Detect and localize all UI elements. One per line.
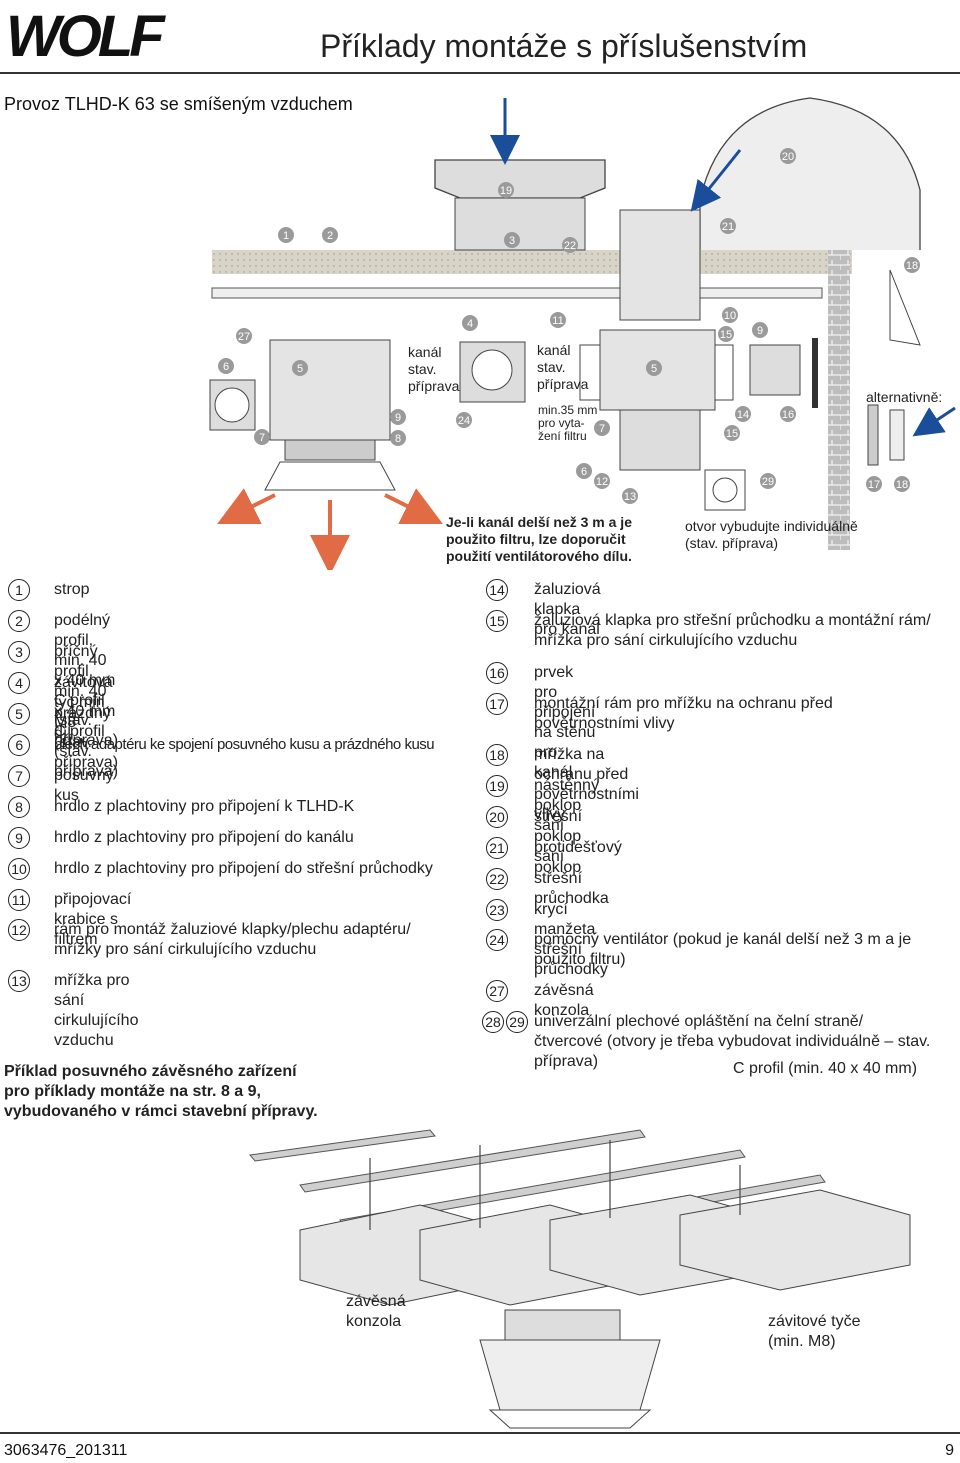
callout-22: 21 [720, 218, 736, 234]
svg-text:17: 17 [868, 479, 880, 491]
label-c-profil: C profil (min. 40 x 40 mm) [733, 1060, 918, 1077]
callout-15a: 15 [718, 326, 734, 342]
ceiling-slab [212, 250, 852, 274]
svg-text:2: 2 [327, 230, 333, 242]
svg-text:4: 4 [467, 318, 473, 330]
callout-15b: 15 [724, 425, 740, 441]
svg-text:5: 5 [651, 363, 657, 375]
callout-20: 19 [498, 182, 514, 198]
note-filter: Je-li kanál delší než 3 m a je použito f… [446, 514, 632, 564]
label-alternativne: alternativně: [866, 389, 943, 405]
callout-19: 18 [904, 257, 920, 273]
callout-4: 4 [462, 315, 478, 331]
section-subtitle: Provoz TLHD-K 63 se smíšeným vzduchem [4, 94, 353, 114]
svg-text:9: 9 [395, 412, 401, 424]
svg-text:7: 7 [599, 423, 605, 435]
callout-6b: 6 [576, 463, 592, 479]
svg-text:3: 3 [509, 235, 515, 247]
svg-text:11: 11 [552, 315, 563, 327]
callout-9a: 9 [390, 409, 406, 425]
header-rule [0, 72, 960, 74]
callout-16: 16 [780, 406, 796, 422]
svg-text:27: 27 [238, 331, 250, 343]
svg-text:16: 16 [782, 409, 794, 421]
svg-text:22: 22 [564, 240, 576, 252]
callout-12: 12 [594, 473, 610, 489]
svg-text:5: 5 [297, 363, 303, 375]
svg-text:15: 15 [726, 428, 738, 440]
note-opening: otvor vybudujte individuálně (stav. příp… [685, 518, 858, 551]
brick-wall [828, 250, 850, 550]
callout-3: 3 [504, 232, 520, 248]
label-zavitove: závitové tyče (min. M8) [768, 1313, 861, 1350]
label-kanal-left: kanál stav. příprava [408, 344, 460, 394]
callout-11: 11 [550, 312, 566, 328]
callout-8: 8 [390, 430, 406, 446]
callout-2: 2 [322, 227, 338, 243]
callout-14: 14 [735, 406, 751, 422]
svg-text:24: 24 [458, 415, 470, 427]
label-min35: min.35 mm pro vyta- žení filtru [538, 403, 598, 443]
svg-text:21: 21 [722, 221, 734, 233]
callout-6: 6 [218, 358, 234, 374]
svg-text:13: 13 [624, 491, 636, 503]
svg-text:7: 7 [259, 432, 265, 444]
callout-7a: 7 [254, 429, 270, 445]
callout-23: 22 [562, 237, 578, 253]
label-zavesna: závěsná konzola [346, 1293, 406, 1330]
svg-text:1: 1 [283, 230, 289, 242]
svg-text:10: 10 [724, 310, 736, 322]
callout-5a: 5 [292, 360, 308, 376]
callout-18: 18 [894, 476, 910, 492]
footer-rule [0, 1432, 960, 1434]
svg-text:12: 12 [596, 476, 608, 488]
page-number: 9 [945, 1442, 954, 1459]
callout-5b: 5 [646, 360, 662, 376]
wolf-logo: WOLF [4, 6, 188, 62]
callout-17: 17 [866, 476, 882, 492]
callout-7b: 7 [594, 420, 610, 436]
doc-number: 3063476_201311 [4, 1442, 128, 1459]
svg-text:8: 8 [395, 433, 401, 445]
page-title: Příklady montáže s příslušenstvím [320, 28, 808, 64]
svg-text:WOLF: WOLF [6, 6, 166, 62]
callout-21: 20 [780, 148, 796, 164]
callout-29: 29 [760, 473, 776, 489]
svg-text:6: 6 [581, 466, 587, 478]
svg-text:19: 19 [500, 185, 512, 197]
svg-text:18: 18 [906, 260, 918, 272]
assembly-drawing [249, 1129, 911, 1429]
svg-text:15: 15 [720, 329, 732, 341]
svg-text:18: 18 [896, 479, 908, 491]
label-kanal-right: kanál stav. příprava [537, 342, 589, 392]
callout-10: 10 [722, 307, 738, 323]
installation-diagram: 19 20 21 22 18 1 2 3 4 27 6 5 7 9 8 24 1… [209, 97, 956, 570]
example-caption: Příklad posuvného závěsného zařízení pro… [4, 1063, 318, 1120]
svg-text:20: 20 [782, 151, 794, 163]
callout-27: 27 [236, 328, 252, 344]
callout-13: 13 [622, 488, 638, 504]
svg-text:9: 9 [757, 325, 763, 337]
callout-9b: 9 [752, 322, 768, 338]
callout-24: 24 [456, 412, 472, 428]
callout-1: 1 [278, 227, 294, 243]
svg-text:14: 14 [737, 409, 749, 421]
svg-text:6: 6 [223, 361, 229, 373]
svg-text:29: 29 [762, 476, 774, 488]
